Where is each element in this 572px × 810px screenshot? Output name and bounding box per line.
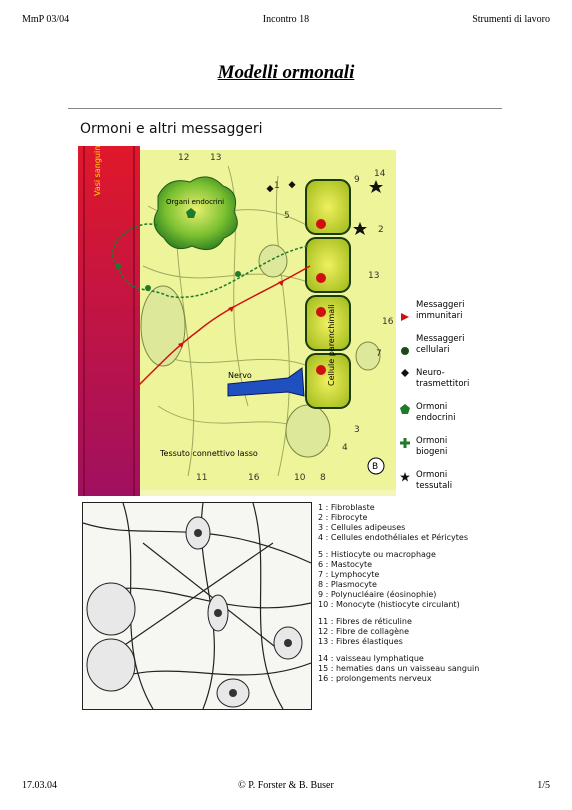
- nerve-label: Nervo: [228, 371, 252, 380]
- key-row: 3 : Cellules adipeuses: [318, 523, 406, 532]
- key-group: 11 : Fibres de réticuline 12 : Fibre de …: [318, 617, 558, 647]
- key-row: 16 : prolongements nerveux: [318, 674, 432, 683]
- diamond-icon: [401, 369, 409, 377]
- key-row: 7 : Lymphocyte: [318, 570, 380, 579]
- key-row: 4 : Cellules endothéliales et Péricytes: [318, 533, 468, 542]
- parenchymal-cells: Cellule parenchimali: [305, 179, 351, 409]
- tissue-label: Tessuto connettivo lasso: [159, 449, 258, 458]
- header-right: Strumenti di lavoro: [472, 14, 550, 25]
- key-row: 2 : Fibrocyte: [318, 513, 368, 522]
- fig-number: 5: [284, 211, 290, 221]
- page-title: Modelli ormonali: [217, 62, 355, 83]
- key-row: 14 : vaisseau lymphatique: [318, 654, 424, 663]
- key-row: 6 : Mastocyte: [318, 560, 373, 569]
- cells-label: Cellule parenchimali: [327, 304, 336, 386]
- key-row: 10 : Monocyte (histiocyte circulant): [318, 600, 460, 609]
- fig-number: 14: [374, 169, 386, 179]
- cross-icon: [400, 438, 410, 448]
- key-row: 12 : Fibre de collagène: [318, 627, 410, 636]
- fig-number: 13: [368, 271, 379, 281]
- fig-number: 8: [320, 473, 326, 483]
- endocrine-gland: Organi endocrini: [153, 176, 238, 251]
- key-row: 1 : Fibroblaste: [318, 503, 375, 512]
- key-row: 5 : Histiocyte ou macrophage: [318, 550, 436, 559]
- fig-number: 11: [196, 473, 207, 483]
- gland-label: Organi endocrini: [166, 198, 224, 206]
- triangle-icon: [401, 313, 409, 321]
- pentagon-icon: [400, 404, 410, 414]
- header-left: MmP 03/04: [22, 14, 70, 25]
- fig-number: 1: [274, 181, 280, 191]
- fig-number: 9: [354, 175, 360, 185]
- connective-tissue-drawing: [82, 502, 312, 710]
- blood-vessel: [78, 146, 140, 496]
- key-row: 15 : hematies dans un vaisseau sanguin: [318, 664, 480, 673]
- key-group: 5 : Histiocyte ou macrophage 6 : Mastocy…: [318, 550, 558, 610]
- divider: [68, 108, 502, 109]
- key-row: 11 : Fibres de réticuline: [318, 617, 412, 626]
- key-group: 1 : Fibroblaste 2 : Fibrocyte 3 : Cellul…: [318, 503, 558, 543]
- fig-number: 16: [382, 317, 394, 327]
- key-row: 13 : Fibres élastiques: [318, 637, 403, 646]
- star-icon: [400, 472, 410, 482]
- header-center: Incontro 18: [262, 14, 310, 25]
- circle-icon: [401, 347, 409, 355]
- nerve: Nervo: [227, 367, 305, 397]
- fig-number: 7: [376, 349, 382, 359]
- fig-number: 13: [210, 153, 221, 163]
- key-row: 8 : Plasmocyte: [318, 580, 377, 589]
- fig-number: 3: [354, 425, 360, 435]
- footer-page-number: 1/5: [537, 780, 550, 791]
- footer-copyright: © P. Forster & B. Buser: [238, 780, 334, 791]
- hormone-diagram: Vasi sanguini Organi endocrini Cellule p…: [78, 146, 396, 496]
- fig-number: 4: [342, 443, 348, 453]
- figure-key: 1 : Fibroblaste 2 : Fibrocyte 3 : Cellul…: [318, 503, 558, 691]
- figure-badge: B: [372, 462, 378, 472]
- fig-number: 10: [294, 473, 306, 483]
- fig-number: 2: [378, 225, 384, 235]
- key-group: 14 : vaisseau lymphatique 15 : hematies …: [318, 654, 558, 684]
- key-row: 9 : Polynucléaire (éosinophie): [318, 590, 437, 599]
- fig-number: 12: [178, 153, 189, 163]
- vessel-label: Vasi sanguini: [93, 146, 102, 196]
- fig-number: 16: [248, 473, 260, 483]
- footer-date: 17.03.04: [22, 780, 57, 791]
- figure-subtitle: Ormoni e altri messaggeri: [80, 121, 263, 137]
